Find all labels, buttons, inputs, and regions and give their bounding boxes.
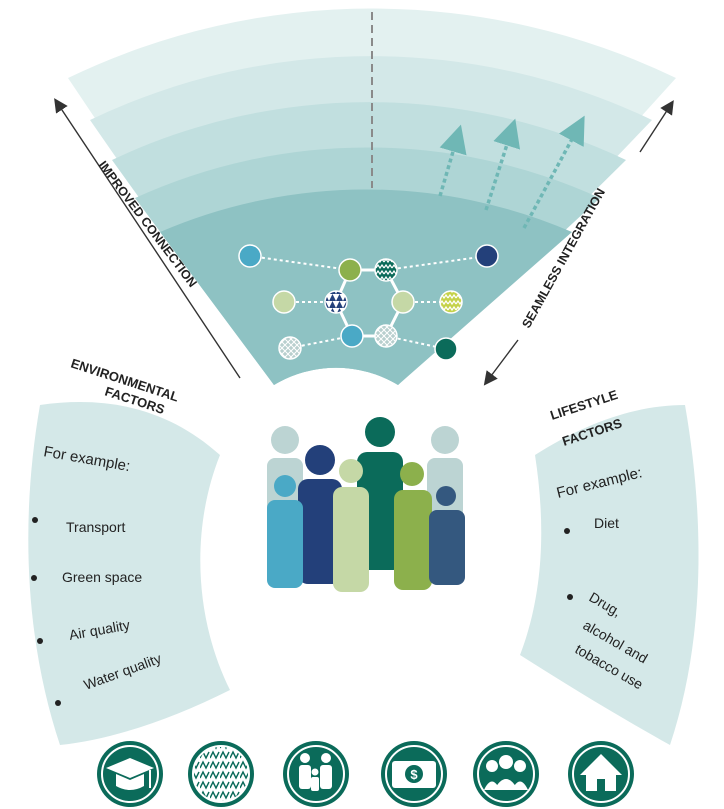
lifestyle-panel — [520, 405, 699, 745]
node-sky-2 — [340, 324, 364, 348]
node-lattice-2 — [374, 324, 398, 348]
fan-band-5 — [160, 189, 572, 385]
node-navy — [475, 244, 499, 268]
bottom-icon-row: $ — [97, 741, 634, 807]
node-teal-dark — [434, 337, 458, 361]
house-icon — [568, 741, 634, 807]
node-sage-2 — [391, 290, 415, 314]
list-item: Diet — [594, 515, 619, 531]
node-triangles — [324, 290, 348, 314]
left-arrow — [54, 98, 241, 379]
progress-arrow-3 — [522, 115, 585, 229]
people-group-icon — [267, 417, 465, 592]
graduation-cap-icon — [97, 741, 163, 807]
node-chevron — [439, 290, 463, 314]
node-lattice — [278, 336, 302, 360]
node-zigzag — [374, 258, 398, 282]
node-sky — [238, 244, 262, 268]
dollar-bill-icon: $ — [381, 741, 447, 807]
environmental-panel — [28, 402, 231, 745]
node-olive — [338, 258, 362, 282]
svg-text:$: $ — [410, 767, 418, 782]
progress-arrow-1 — [438, 124, 467, 197]
group-icon — [473, 741, 539, 807]
svg-text:LIFESTYLE: LIFESTYLE — [548, 387, 620, 423]
family-icon — [283, 741, 349, 807]
right-arrow-down — [483, 339, 519, 386]
list-item: Transport — [66, 519, 126, 535]
node-sage — [272, 290, 296, 314]
list-item: Green space — [62, 569, 142, 585]
right-arrow-up — [639, 100, 674, 153]
progress-fan — [68, 8, 676, 386]
pattern-tiles-icon — [188, 741, 254, 807]
